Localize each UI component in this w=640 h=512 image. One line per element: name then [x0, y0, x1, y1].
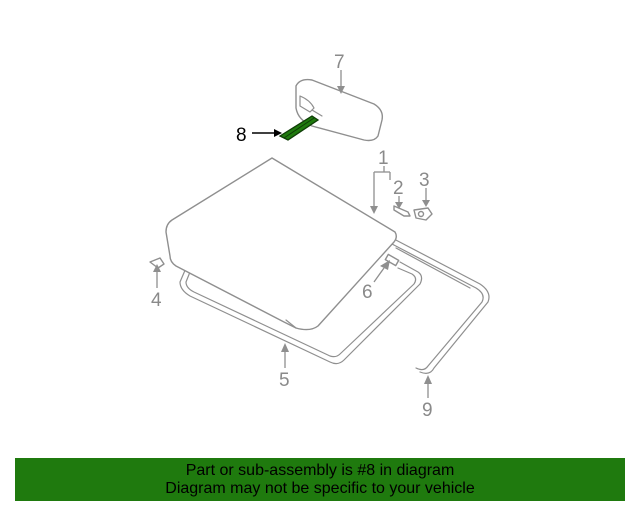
leader-lines	[153, 70, 432, 398]
windshield-glass-part-1	[165, 157, 397, 331]
callout-1: 1	[378, 148, 389, 169]
callout-2: 2	[393, 178, 404, 199]
callout-8: 8	[236, 125, 247, 146]
bracket-part-2	[393, 205, 411, 217]
banner-line-1: Part or sub-assembly is #8 in diagram	[185, 461, 455, 479]
callout-7: 7	[334, 52, 345, 73]
side-moulding-part-9	[391, 237, 490, 374]
callout-4: 4	[151, 290, 162, 311]
info-banner: Part or sub-assembly is #8 in diagram Di…	[15, 458, 625, 501]
callout-6: 6	[362, 282, 373, 303]
clip-part-6	[384, 253, 400, 267]
weatherstrip-part-5	[179, 261, 423, 365]
highlighted-part-8	[278, 115, 320, 141]
clip-part-4	[149, 257, 165, 269]
callout-5: 5	[279, 370, 290, 391]
callout-3: 3	[419, 170, 430, 191]
mount-part-3	[413, 207, 433, 221]
parts-diagram: 7 8 1 2 3 4 5 6 9	[149, 52, 490, 421]
banner-line-2: Diagram may not be specific to your vehi…	[165, 479, 475, 497]
callout-9: 9	[422, 400, 433, 421]
